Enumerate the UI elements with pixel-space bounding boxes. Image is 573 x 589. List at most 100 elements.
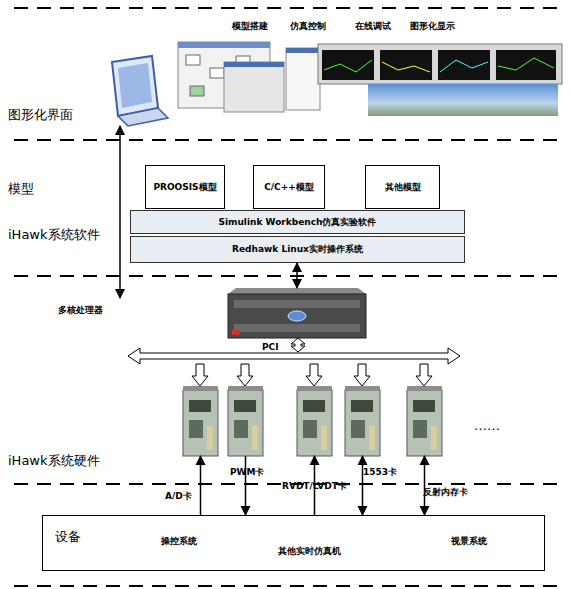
card-chip xyxy=(413,400,435,412)
monitor-glass xyxy=(118,63,152,108)
bus-label: PCI xyxy=(262,342,279,352)
card-board xyxy=(297,390,332,456)
screenshot-caption: 模型搭建 xyxy=(232,20,268,33)
screenshot-window xyxy=(224,62,284,112)
software-band: Simulink Workbench仿真实验软件 xyxy=(130,210,465,234)
window-titlebar xyxy=(286,48,320,53)
node-title: Redhawk Linux实时操作系统 xyxy=(232,243,363,256)
signal-arrow xyxy=(424,456,426,515)
layer-dividers xyxy=(14,8,560,586)
io-card xyxy=(407,386,442,456)
card-chip xyxy=(351,400,373,412)
screenshot-caption: 仿真控制 xyxy=(290,20,326,33)
card-bracket xyxy=(183,386,218,391)
node-title: 设备 xyxy=(55,528,81,546)
node-title: RVDT/LVDT卡 xyxy=(282,480,347,493)
node-title: 其他模型 xyxy=(385,181,421,194)
card-bracket xyxy=(407,386,442,391)
layer-label: 模型 xyxy=(8,180,34,198)
node-title: 1553卡 xyxy=(363,466,397,479)
io-card: 1553卡 xyxy=(345,386,380,456)
software-screenshots xyxy=(178,42,562,116)
card-chip xyxy=(234,400,256,412)
dashed-divider xyxy=(14,585,560,587)
scope-plot xyxy=(322,50,374,80)
hollow-arrow xyxy=(237,364,253,386)
node-text: 操控系统 xyxy=(161,535,197,548)
scope-trace xyxy=(324,60,372,72)
os-band: Redhawk Linux实时操作系统 xyxy=(130,236,465,263)
block-icon xyxy=(190,86,204,96)
device-box: 设备操控系统其他实时仿真机视景系统 xyxy=(42,515,545,571)
card-connector xyxy=(252,426,258,450)
server-illustration xyxy=(228,288,366,338)
io-card: 反射内存卡 xyxy=(407,386,442,456)
server-logo xyxy=(288,311,306,321)
monitor-base xyxy=(118,108,168,126)
layer-label: iHawk系统硬件 xyxy=(8,452,100,470)
card-chip xyxy=(189,420,203,438)
card-chip xyxy=(413,420,427,438)
card-chip xyxy=(351,420,365,438)
scope-window xyxy=(318,44,562,84)
io-card: A/D卡 xyxy=(183,386,218,456)
node-title: Simulink Workbench仿真实验软件 xyxy=(219,216,377,229)
scope-plot xyxy=(438,50,490,80)
io-card xyxy=(183,386,218,456)
layer-label: iHawk系统软件 xyxy=(8,226,100,244)
scope-trace xyxy=(440,60,488,72)
hollow-arrow xyxy=(354,364,370,386)
io-card xyxy=(345,386,380,456)
card-connector xyxy=(321,426,327,450)
ellipsis-mark: …… xyxy=(474,418,500,433)
io-card: PWM卡 xyxy=(228,386,263,456)
signal-arrow xyxy=(245,456,247,515)
card-bracket xyxy=(345,386,380,391)
window-titlebar xyxy=(224,62,284,67)
signal-arrow xyxy=(362,456,364,515)
hollow-arrow xyxy=(306,364,322,386)
hollow-arrow xyxy=(291,338,305,352)
drive-bay xyxy=(234,324,360,332)
card-chip xyxy=(234,420,248,438)
card-board xyxy=(407,390,442,456)
io-card: RVDT/LVDT卡 xyxy=(297,386,332,456)
io-card xyxy=(228,386,263,456)
card-connector xyxy=(207,426,213,450)
card-bracket xyxy=(228,386,263,391)
monitor-screen xyxy=(112,56,158,116)
gui-link-arrow xyxy=(119,126,121,298)
hollow-arrow xyxy=(192,364,208,386)
visual-scene xyxy=(368,84,558,116)
node-title: 反射内存卡 xyxy=(423,486,468,499)
dashed-divider xyxy=(14,139,560,141)
card-chip xyxy=(189,400,211,412)
scope-trace xyxy=(498,58,554,70)
server-led xyxy=(232,330,240,335)
scope-trace xyxy=(382,62,430,72)
hollow-arrow xyxy=(416,364,432,386)
screenshot-window xyxy=(286,48,320,110)
node-title: PROOSIS模型 xyxy=(153,181,216,194)
io-card xyxy=(297,386,332,456)
node-text: 视景系统 xyxy=(451,535,487,548)
screenshot-caption: 在线调试 xyxy=(355,20,391,33)
node-title: C/C++模型 xyxy=(264,181,314,194)
drive-bay xyxy=(234,300,360,308)
window-titlebar xyxy=(178,42,270,48)
block-icon xyxy=(186,55,200,65)
card-connector xyxy=(369,426,375,450)
card-chip xyxy=(303,400,325,412)
monitor-icon xyxy=(112,56,168,126)
signal-arrow xyxy=(200,456,202,515)
bus-taps xyxy=(192,364,432,386)
card-connector xyxy=(431,426,437,450)
node-title: A/D卡 xyxy=(165,490,192,503)
node-title: 多核处理器 xyxy=(58,304,103,317)
dashed-divider xyxy=(14,7,560,9)
block-icon xyxy=(210,68,224,78)
card-chip xyxy=(303,420,317,438)
io-cards xyxy=(183,386,442,456)
server-top xyxy=(228,288,366,294)
